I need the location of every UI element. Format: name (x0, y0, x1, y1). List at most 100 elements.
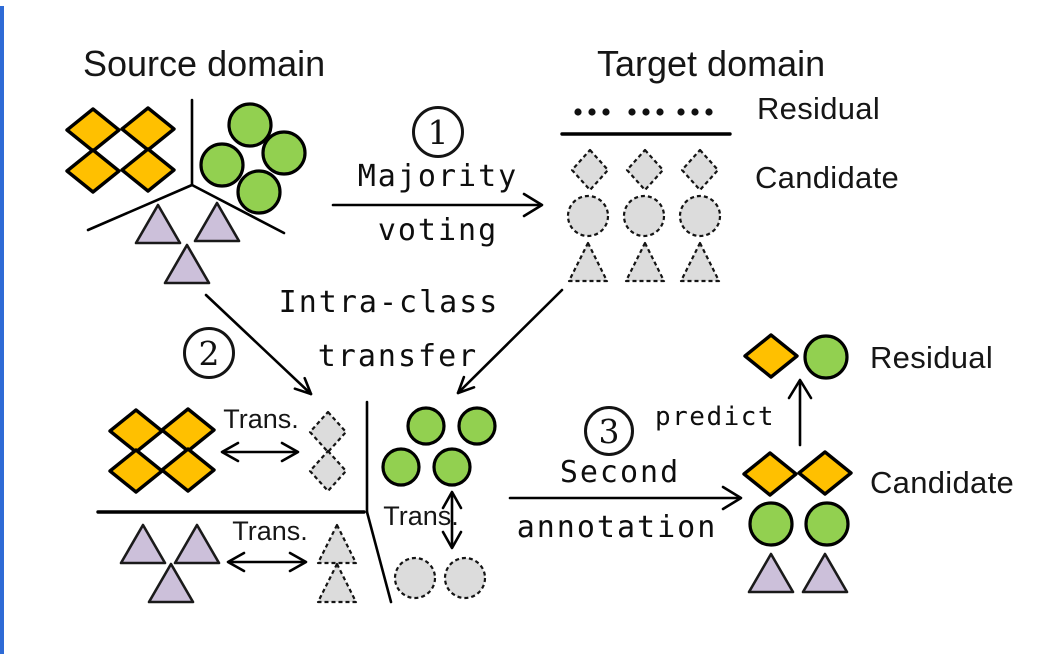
triangle-shape (747, 552, 795, 594)
ghost-diamond-shape (625, 148, 665, 192)
trans-arrow-circles (441, 490, 463, 550)
ghost-diamond-shape (308, 410, 348, 454)
arrow-head (522, 192, 544, 218)
residual-label-top: Residual (757, 91, 881, 126)
residual-dots (574, 108, 713, 116)
output-candidate-shapes (742, 450, 853, 594)
step1-number: 1 (427, 112, 449, 152)
ghost-diamond-shape (570, 148, 610, 192)
diamond-shape (65, 107, 121, 153)
circle-shape (803, 334, 849, 380)
diamond-shape (108, 448, 164, 494)
arrow-head (787, 378, 813, 400)
diamond-shape (65, 148, 121, 194)
source-domain-title: Source domain (83, 43, 326, 84)
trans-label-circles: Trans. (383, 501, 459, 531)
predict-arrow (787, 378, 813, 447)
bottomleft-separator-lines (96, 400, 393, 604)
diamond-shape (160, 407, 216, 453)
candidate-ghost-cluster (566, 148, 722, 283)
arrow-head (456, 375, 476, 395)
circle-shape (227, 102, 273, 148)
ghost-triangle-shape (567, 241, 609, 283)
diamond-shape (108, 408, 164, 454)
ghost-diamond-shape (680, 148, 720, 192)
triangle-shape (193, 201, 241, 243)
ghost-diamond-pair (308, 410, 348, 493)
second-annotation-arrow (508, 485, 743, 511)
step1-label-line2: voting (377, 213, 499, 248)
step2-number: 2 (198, 333, 220, 373)
ghost-triangle-shape (679, 241, 721, 283)
dot (677, 108, 685, 116)
triangle-shape (147, 562, 195, 604)
arrow-line (456, 288, 564, 395)
ghost-circle-shape (622, 194, 666, 238)
triangle-shape (173, 523, 221, 565)
intra-class-arrow-from-target (456, 288, 564, 395)
step2-number-circle: 2 (183, 327, 235, 379)
transfer-diamond-cluster (108, 407, 216, 494)
circle-shape (381, 447, 421, 487)
arrow-head (226, 551, 246, 573)
arrow-head (293, 376, 313, 396)
trans-label-diamonds: Trans. (223, 404, 299, 434)
dot (691, 108, 699, 116)
source-triangle-cluster (134, 201, 241, 285)
intra-class-arrow-from-source (204, 293, 313, 396)
majority-voting-arrow (331, 192, 544, 218)
step1-number-circle: 1 (412, 106, 464, 158)
circle-shape (457, 406, 497, 446)
arrow-head (220, 441, 240, 463)
arrow-line (204, 293, 313, 396)
dot (656, 108, 664, 116)
dot (628, 108, 636, 116)
candidate-label-right: Candidate (870, 465, 1015, 500)
ghost-circle-shape (566, 194, 610, 238)
ghost-triangle-shape (624, 241, 666, 283)
source-separator-lines (86, 98, 286, 235)
step2-label-line2: transfer (317, 339, 479, 374)
circle-shape (804, 501, 850, 547)
ghost-triangle-shape (316, 562, 358, 604)
circle-shape (748, 501, 794, 547)
arrow-head (441, 530, 463, 550)
arrow-head (280, 441, 300, 463)
step3-label-line2: annotation (516, 510, 718, 545)
diamond-shape (742, 451, 798, 497)
trans-arrow-triangles (226, 551, 308, 573)
triangle-shape (163, 243, 211, 285)
ghost-diamond-shape (308, 449, 348, 493)
ghost-triangle-shape (316, 523, 358, 565)
diamond-shape (743, 333, 799, 379)
circle-shape (261, 130, 307, 176)
separator-line (365, 510, 393, 604)
residual-label-right: Residual (870, 340, 994, 375)
trans-label-triangles: Trans. (232, 516, 308, 546)
trans-arrow-diamonds (220, 441, 300, 463)
circle-shape (199, 142, 245, 188)
arrow-head (441, 490, 463, 510)
step3-label-line1: Second (559, 455, 681, 490)
circle-shape (406, 406, 446, 446)
source-diamond-cluster (65, 106, 176, 194)
dot (574, 108, 582, 116)
step1-label-line1: Majority (357, 159, 519, 194)
arrow-head (721, 485, 743, 511)
diamond-shape (797, 450, 853, 496)
ghost-circle-shape (393, 556, 437, 600)
diamond-shape (120, 106, 176, 152)
step2-label-line1: Intra-class (278, 285, 500, 320)
dot (602, 108, 610, 116)
dot (705, 108, 713, 116)
target-domain-title: Target domain (597, 43, 826, 84)
step3-number-circle: 3 (584, 406, 634, 456)
triangle-shape (119, 523, 167, 565)
circle-shape (236, 169, 282, 215)
dot (642, 108, 650, 116)
separator-line (86, 183, 194, 232)
ghost-circle-pair (393, 556, 487, 600)
separator-line (190, 183, 286, 235)
diamond-shape (120, 147, 176, 193)
circle-shape (432, 447, 472, 487)
